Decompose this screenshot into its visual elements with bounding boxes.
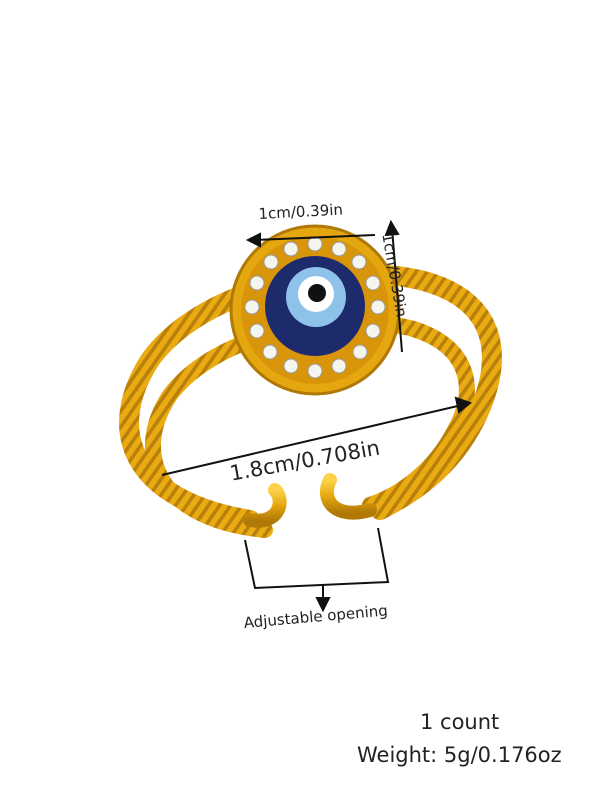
width-arrow [254,234,376,241]
opening-bracket [244,527,390,590]
count-label: 1 count [420,710,500,734]
eye-pupil [308,284,326,302]
weight-label: Weight: 5g/0.176oz [357,743,562,767]
height-arrow [391,227,403,353]
evil-eye-bezel [229,224,401,396]
diameter-arrow [161,404,463,476]
measurement-lines [161,219,473,613]
